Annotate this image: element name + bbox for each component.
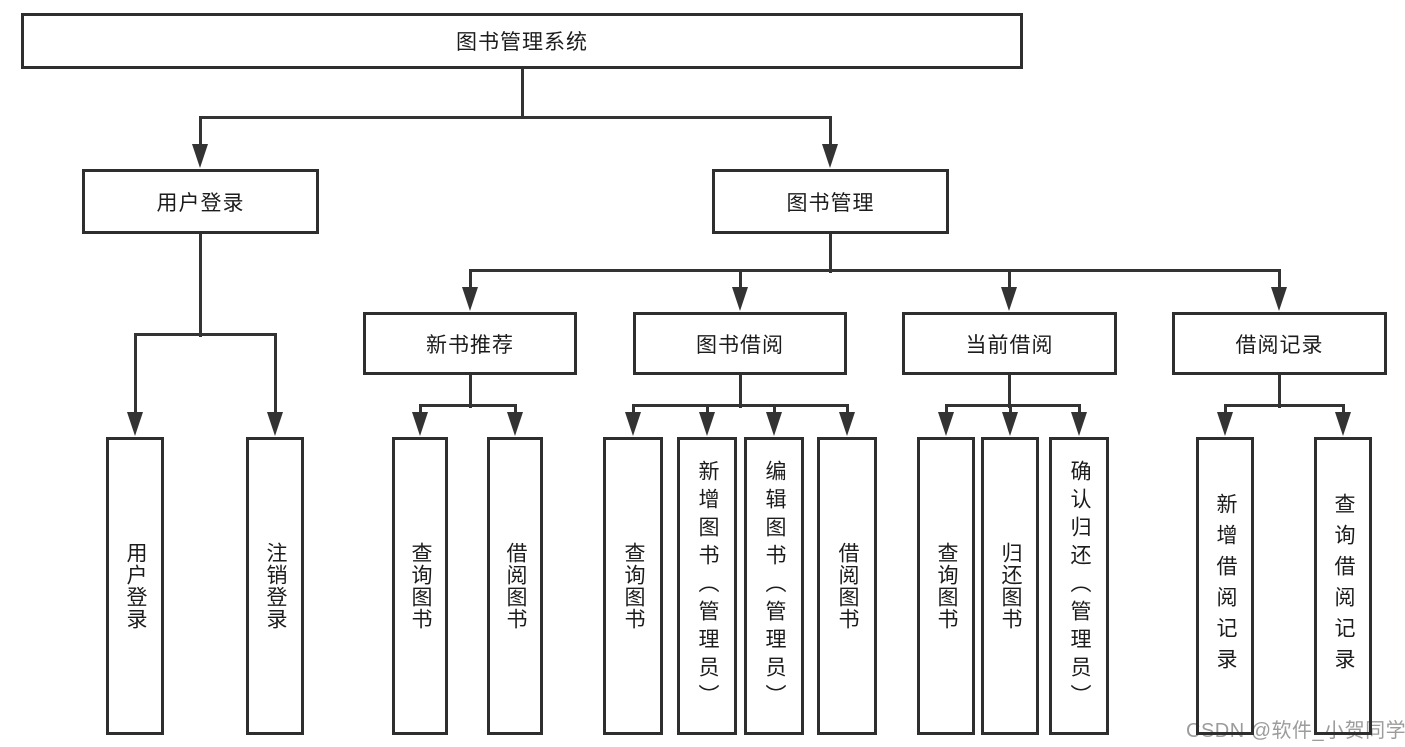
node-new-book-rec: 新书推荐 [363, 312, 577, 375]
node-book-borrow-label: 图书借阅 [696, 333, 784, 357]
arrowhead-down-icon [267, 412, 283, 436]
leaf-query-book-1-label: 查询图书 [409, 542, 432, 630]
leaf-return-book: 归还图书 [981, 437, 1039, 735]
arrowhead-down-icon [1071, 412, 1087, 436]
connector-group-rail [631, 404, 849, 407]
arrowhead-down-icon [1335, 412, 1351, 436]
connector-level1-rail [198, 116, 832, 119]
connector-drop [273, 333, 277, 417]
arrowhead-down-icon [625, 412, 641, 436]
node-user-login: 用户登录 [82, 169, 319, 234]
leaf-add-book: 新增图书（管理员） [677, 437, 737, 735]
leaf-query-record: 查询借阅记录 [1314, 437, 1372, 735]
connector-level2-rail [468, 269, 1281, 272]
node-new-book-rec-label: 新书推荐 [426, 333, 514, 357]
arrowhead-down-icon [507, 412, 523, 436]
leaf-add-record: 新增借阅记录 [1196, 437, 1254, 735]
leaf-edit-book-label: 编辑图书（管理员） [763, 460, 786, 712]
leaf-query-book-2: 查询图书 [603, 437, 663, 735]
connector-user-login-rail [133, 333, 277, 336]
leaf-return-book-label: 归还图书 [999, 542, 1022, 630]
connector-drop [705, 404, 709, 416]
leaf-borrow-book-1: 借阅图书 [487, 437, 543, 735]
connector-drop [133, 333, 137, 417]
connector-group-stem [1277, 374, 1281, 408]
connector-drop [198, 116, 202, 148]
connector-drop [468, 269, 472, 291]
connector-drop [845, 404, 849, 416]
connector-drop [1007, 269, 1011, 291]
node-book-mgmt: 图书管理 [712, 169, 949, 234]
node-current-borrow: 当前借阅 [902, 312, 1117, 375]
arrowhead-down-icon [766, 412, 782, 436]
connector-group-rail [944, 404, 1081, 407]
node-borrow-record-label: 借阅记录 [1235, 333, 1324, 357]
node-book-borrow: 图书借阅 [633, 312, 847, 375]
connector-book-mgmt-stem [828, 232, 832, 273]
connector-group-rail [1223, 404, 1345, 407]
connector-user-login-stem [198, 233, 202, 337]
leaf-logout-label: 注销登录 [264, 542, 287, 630]
leaf-query-record-label: 查询借阅记录 [1332, 493, 1355, 679]
watermark: CSDN @软件_小贺同学 [1186, 720, 1405, 742]
connector-drop [944, 404, 948, 416]
node-root-label: 图书管理系统 [456, 31, 588, 54]
connector-drop [418, 404, 422, 416]
arrowhead-down-icon [1002, 412, 1018, 436]
arrowhead-down-icon [839, 412, 855, 436]
connector-drop [772, 404, 776, 416]
leaf-borrow-book-2-label: 借阅图书 [836, 542, 859, 630]
node-book-mgmt-label: 图书管理 [786, 191, 875, 215]
node-borrow-record: 借阅记录 [1172, 312, 1387, 375]
leaf-add-record-label: 新增借阅记录 [1214, 493, 1237, 679]
leaf-user-login: 用户登录 [106, 437, 164, 735]
leaf-confirm-return: 确认归还（管理员） [1049, 437, 1109, 735]
arrowhead-down-icon [462, 287, 478, 311]
node-current-borrow-label: 当前借阅 [965, 333, 1054, 357]
arrowhead-down-icon [938, 412, 954, 436]
connector-drop [1277, 269, 1281, 291]
connector-drop [738, 269, 742, 291]
connector-root-stem [520, 66, 524, 119]
connector-group-stem [1007, 374, 1011, 408]
connector-group-rail [418, 404, 517, 407]
connector-drop [631, 404, 635, 416]
leaf-add-book-label: 新增图书（管理员） [696, 460, 719, 712]
connector-group-stem [468, 374, 472, 408]
arrowhead-down-icon [822, 144, 838, 168]
leaf-borrow-book-2: 借阅图书 [817, 437, 877, 735]
connector-drop [1341, 404, 1345, 416]
arrowhead-down-icon [192, 144, 208, 168]
connector-drop [513, 404, 517, 416]
leaf-query-book-2-label: 查询图书 [622, 542, 645, 630]
leaf-edit-book: 编辑图书（管理员） [744, 437, 804, 735]
leaf-logout: 注销登录 [246, 437, 304, 735]
leaf-query-book-3-label: 查询图书 [935, 542, 958, 630]
arrowhead-down-icon [412, 412, 428, 436]
leaf-query-book-3: 查询图书 [917, 437, 975, 735]
arrowhead-down-icon [127, 412, 143, 436]
arrowhead-down-icon [1217, 412, 1233, 436]
connector-drop [828, 116, 832, 148]
leaf-borrow-book-1-label: 借阅图书 [504, 542, 527, 630]
connector-group-stem [738, 374, 742, 408]
arrowhead-down-icon [699, 412, 715, 436]
connector-drop [1077, 404, 1081, 416]
leaf-user-login-label: 用户登录 [124, 542, 147, 630]
leaf-confirm-return-label: 确认归还（管理员） [1068, 460, 1091, 712]
connector-drop [1008, 404, 1012, 416]
arrowhead-down-icon [1001, 287, 1017, 311]
leaf-query-book-1: 查询图书 [392, 437, 448, 735]
arrowhead-down-icon [732, 287, 748, 311]
node-user-login-label: 用户登录 [156, 191, 245, 215]
node-root: 图书管理系统 [21, 13, 1023, 69]
connector-drop [1223, 404, 1227, 416]
arrowhead-down-icon [1271, 287, 1287, 311]
